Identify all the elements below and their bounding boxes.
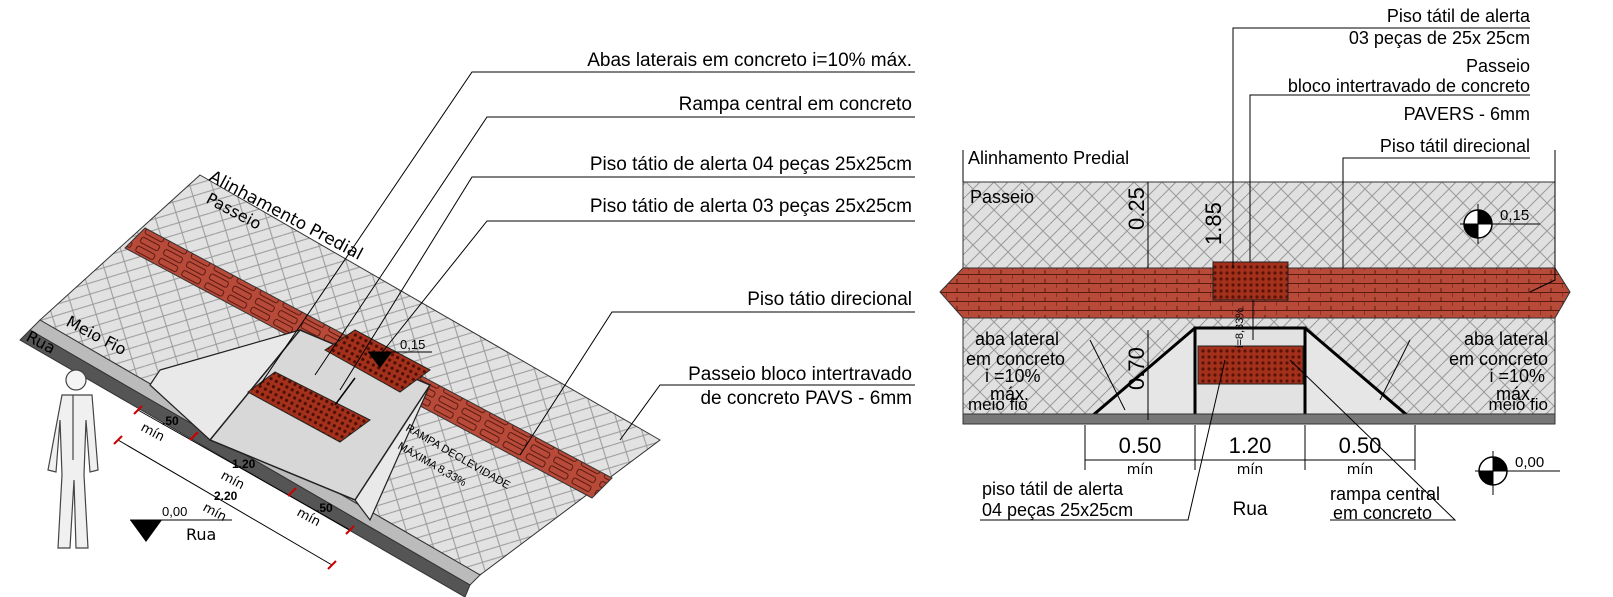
human-figure-icon	[47, 369, 99, 549]
plan-min-center: mín	[1237, 462, 1263, 478]
plan-rua-label: Rua	[1233, 499, 1268, 520]
iso-curb-face	[19, 329, 471, 597]
plan-aba-left: aba lateral em concreto i =10% máx.	[966, 329, 1065, 404]
iso-level-marker-top: 0,15	[368, 337, 432, 368]
callout-passeio-1: Passeio bloco intertravado	[688, 364, 912, 385]
plan-dim-025: 0.25	[1124, 187, 1149, 230]
plan-aba-right-3: i =10%	[1489, 366, 1545, 386]
iso-alert-tactile-04	[247, 371, 371, 443]
iso-dim-220: 2.20	[214, 489, 238, 503]
iso-level-bottom-text: 0,00	[162, 504, 187, 519]
plan-passeio-line-1: Passeio	[1466, 56, 1530, 76]
iso-dim-50b: .50	[316, 501, 333, 515]
iso-leader-lines	[259, 71, 915, 456]
plan-leader-lines	[962, 27, 1556, 521]
plan-curb	[962, 413, 1556, 425]
callout-abas-laterais: Abas laterais em concreto i=10% máx.	[587, 50, 912, 71]
plan-aba-right-1: aba lateral	[1464, 329, 1548, 349]
plan-min-right: mín	[1347, 462, 1373, 478]
plan-aba-left-4: máx.	[990, 384, 1029, 404]
plan-aba-left-2: em concreto	[966, 349, 1065, 369]
plan-aba-right-2: em concreto	[1449, 349, 1548, 369]
plan-aba-right-4: máx.	[1496, 384, 1535, 404]
iso-dim-120: 1.20	[232, 457, 256, 471]
plan-direcional-label: Piso tátil direcional	[1380, 136, 1530, 156]
plan-dim-185: 1.85	[1201, 202, 1226, 245]
iso-level-top-text: 0,15	[400, 337, 425, 352]
plan-level-symbol-top: 0,15	[1460, 204, 1540, 244]
plan-aba-right: aba lateral em concreto i =10% máx.	[1449, 329, 1548, 404]
isometric-view: 0,15 0,00 Rua Alinhamento Predial Passei…	[19, 50, 915, 597]
plan-bottom-right-2: em concreto	[1333, 503, 1432, 523]
plan-bottom-left-2: 04 peças 25x25cm	[982, 500, 1133, 520]
plan-passeio-line-2: bloco intertravado de concreto	[1288, 76, 1530, 96]
plan-alert-tactile-03	[1212, 261, 1289, 301]
plan-min-left: mín	[1127, 462, 1153, 478]
plan-meio-fio-right: meio fio	[1488, 395, 1548, 414]
plan-alinhamento-label: Alinhamento Predial	[968, 148, 1129, 168]
plan-passeio-line-3: PAVERS - 6mm	[1404, 104, 1530, 124]
plan-bottom-dim-lines	[1084, 425, 1416, 470]
iso-level-marker-bottom: 0,00 Rua	[130, 504, 232, 544]
plan-alerta-line-2: 03 peças de 25x 25cm	[1349, 28, 1530, 48]
plan-meio-fio-left: meio fio	[968, 395, 1028, 414]
plan-aba-left-3: i =10%	[985, 366, 1041, 386]
iso-rua-level-label: Rua	[186, 525, 216, 544]
plan-slope: i=8,33%	[1234, 308, 1246, 348]
plan-alert-tactile-04	[1197, 345, 1304, 385]
iso-dimension-lines	[117, 409, 351, 566]
plan-dim-050-left: 0.50	[1119, 433, 1162, 458]
iso-dim-min-c: mín	[200, 500, 229, 525]
plan-bottom-right-1: rampa central	[1330, 484, 1440, 504]
plan-level-top-text: 0,15	[1500, 207, 1529, 224]
plan-level-bottom-text: 0,00	[1515, 454, 1544, 471]
callout-alerta-04: Piso tátio de alerta 04 peças 25x25cm	[590, 154, 912, 175]
plan-alerta-line-1: Piso tátil de alerta	[1387, 6, 1531, 26]
plan-bottom-left-1: piso tátil de alerta	[982, 479, 1124, 499]
plan-dim-050-right: 0.50	[1339, 433, 1382, 458]
plan-aba-left-1: aba lateral	[975, 329, 1059, 349]
plan-passeio-label: Passeio	[970, 187, 1034, 207]
callout-rampa-central: Rampa central em concreto	[679, 94, 912, 115]
callout-alerta-03: Piso tátio de alerta 03 peças 25x25cm	[590, 196, 912, 217]
iso-dim-50a: .50	[162, 414, 179, 428]
callout-passeio-2: de concreto PAVS - 6mm	[700, 388, 912, 409]
plan-dim-070: 0.70	[1124, 347, 1149, 390]
plan-level-symbol-bottom: 0,00	[1475, 451, 1560, 495]
iso-dimension-ticks	[113, 405, 355, 570]
plan-dim-120: 1.20	[1229, 433, 1272, 458]
plan-view: 0.25 1.85 0.70 i=8,33% 0,15 0,00	[939, 6, 1571, 523]
iso-ramp-arrow	[334, 377, 356, 406]
callout-direcional: Piso tátio direcional	[747, 289, 912, 310]
